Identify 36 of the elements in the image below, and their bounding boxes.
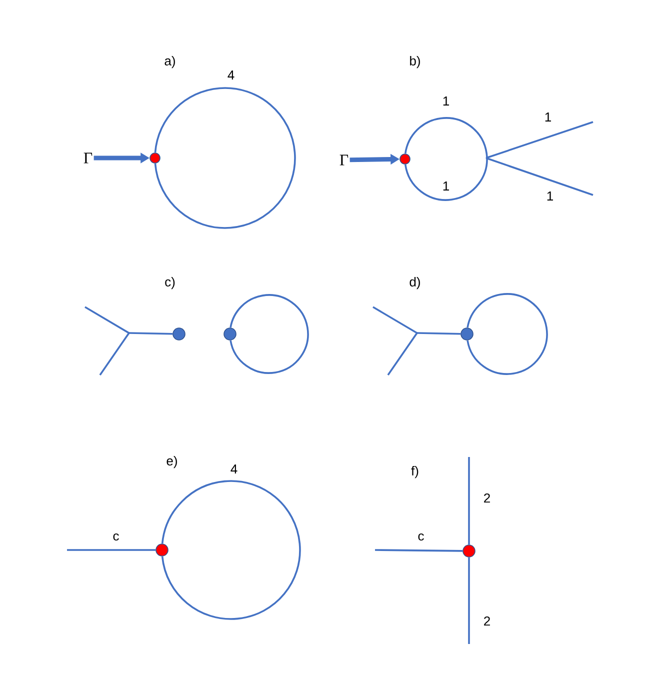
edge-label: c [416,532,426,542]
vertex-dot [460,328,474,340]
weight-label: 1 [547,192,553,200]
panel-label: c) [165,276,175,290]
edge-label: 2 [482,615,492,627]
edge-label: c [112,532,120,542]
edge-line [416,332,461,335]
edge-line [374,549,463,552]
weight-label: 1 [443,96,449,106]
edge-line [128,332,173,335]
edge-label: 4 [229,464,239,474]
vertex-dot [400,154,410,164]
panel-label: e) [166,456,177,468]
loop-line [154,87,296,229]
weight-label: 1 [545,112,551,122]
loop-line [404,117,488,201]
vertex-dot [150,152,160,164]
panel-label: b) [410,56,420,68]
greek-label: Γ [340,154,348,166]
edge-label: 2 [482,492,492,504]
panel-label: d) [410,276,420,290]
vertex-dot [156,544,168,556]
edge-label: 4 [226,70,236,80]
weight-label: 1 [443,182,449,190]
edge-line [67,549,156,551]
panel-label: f) [411,466,418,478]
loop-line [161,480,301,620]
vertex-dot [172,328,186,340]
vertex-dot [462,544,476,558]
vertex-dot [224,328,236,340]
panel-label: a) [164,56,175,68]
edge-line [468,557,470,644]
loop-line [230,294,309,374]
loop-line [466,293,548,375]
edge-line [468,457,470,545]
greek-label: Γ [84,152,92,164]
